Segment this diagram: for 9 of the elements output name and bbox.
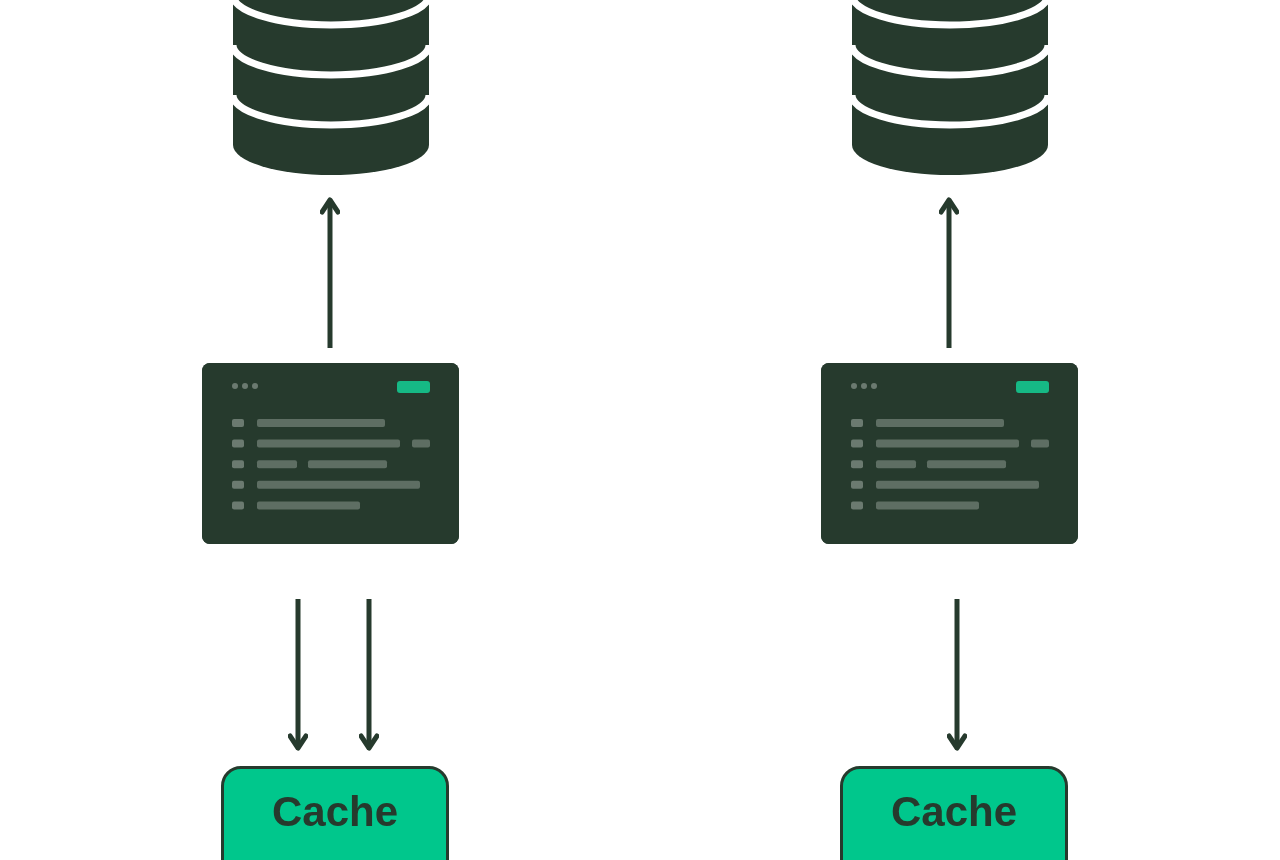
cache-box [840,766,1068,860]
box-label: Cache [271,791,399,837]
arrow [358,599,380,751]
arrow [319,197,341,348]
arrow [287,599,309,751]
arrow [938,197,960,348]
arrow [946,599,968,751]
cache-box [221,766,449,860]
box-label: Cache [890,791,1018,837]
